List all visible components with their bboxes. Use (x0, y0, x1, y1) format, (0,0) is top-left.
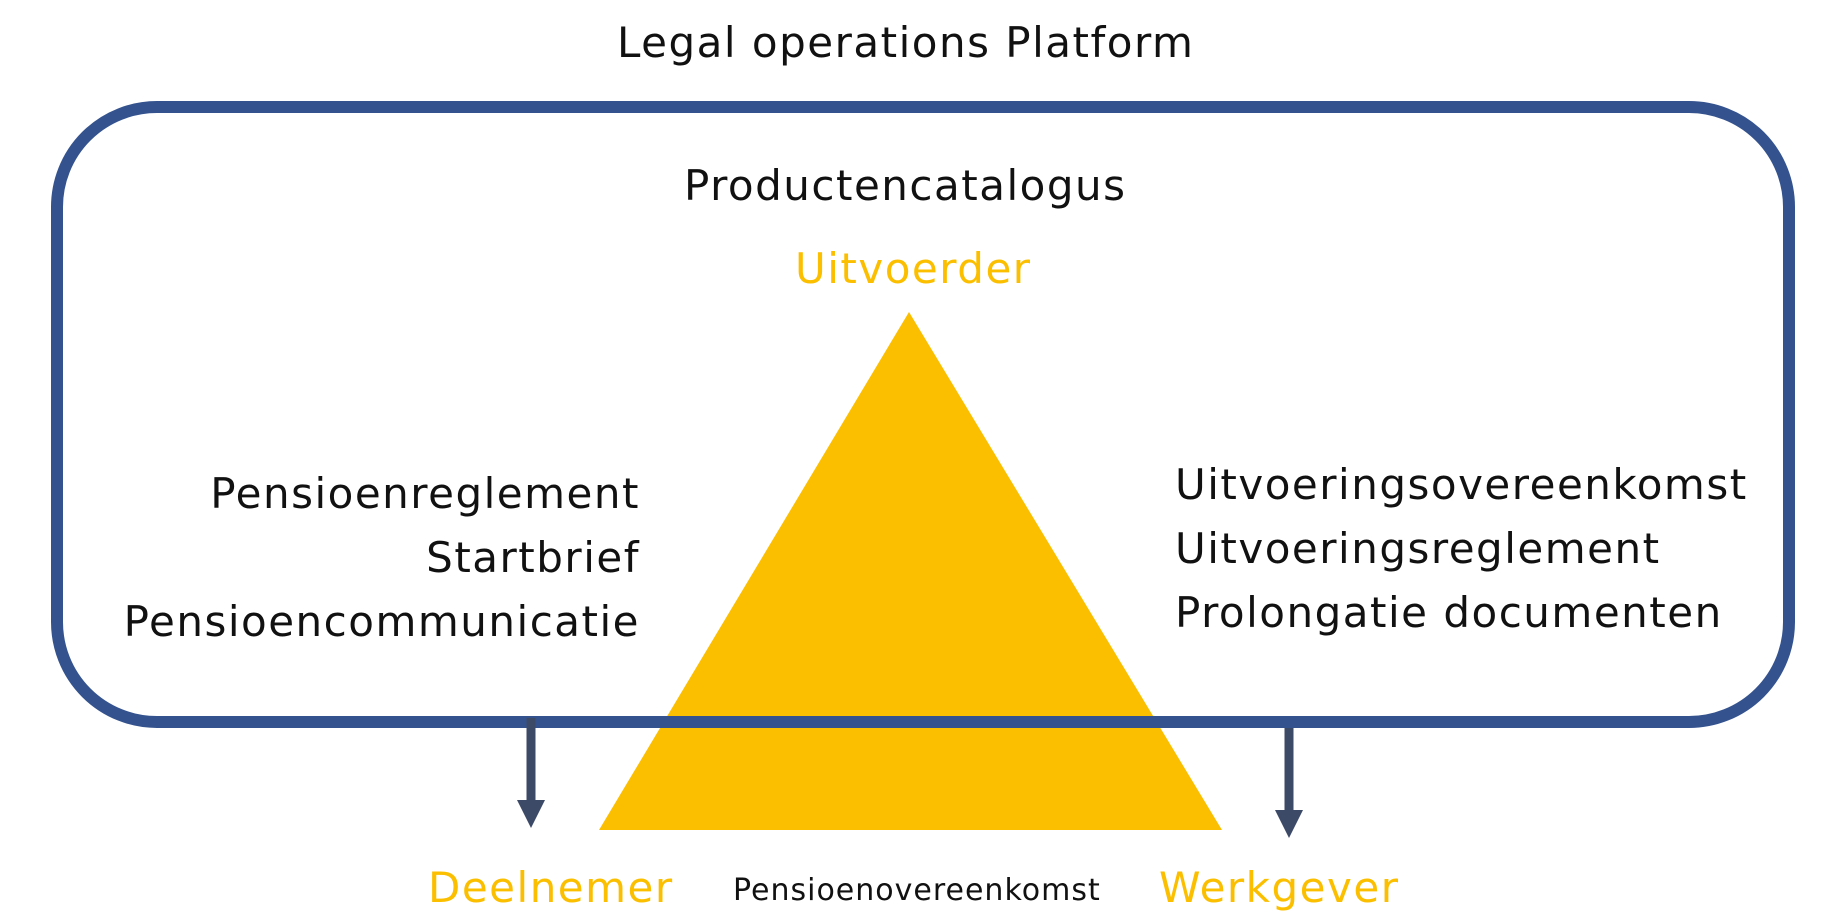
left-document-3: Pensioencommunicatie (123, 597, 640, 646)
arrow-to-werkgever (1275, 728, 1303, 838)
role-uitvoerder: Uitvoerder (795, 244, 1032, 293)
platform-title: Legal operations Platform (617, 18, 1195, 67)
right-document-3: Prolongatie documenten (1175, 588, 1723, 637)
catalog-title: Productencatalogus (684, 161, 1127, 210)
arrow-to-deelnemer (517, 718, 545, 828)
arrow-down-icon (1275, 810, 1303, 838)
yellow-triangle (599, 312, 1222, 830)
arrow-down-icon (517, 800, 545, 828)
left-document-1: Pensioenreglement (210, 469, 640, 518)
role-deelnemer: Deelnemer (428, 863, 674, 912)
base-label-pensioenovereenkomst: Pensioenovereenkomst (733, 873, 1101, 908)
right-document-2: Uitvoeringsreglement (1175, 524, 1661, 573)
right-document-1: Uitvoeringsovereenkomst (1175, 460, 1748, 509)
left-document-2: Startbrief (426, 533, 640, 582)
role-werkgever: Werkgever (1159, 863, 1400, 912)
platform-frame (51, 101, 1795, 728)
